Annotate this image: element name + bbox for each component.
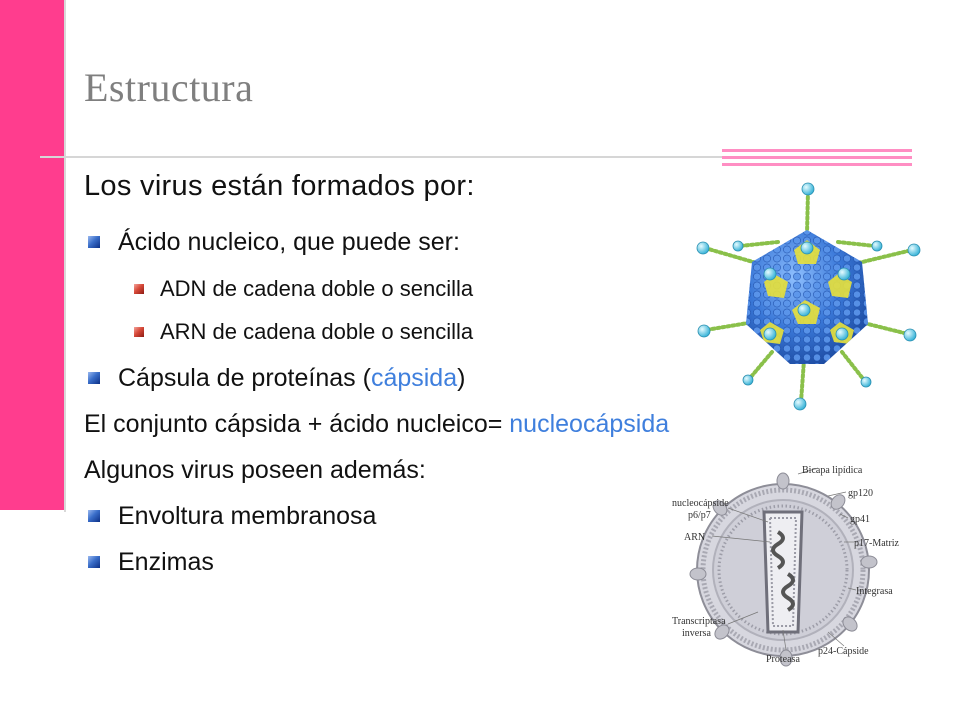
body-text: El conjunto cápsida + ácido nucleico= bbox=[84, 410, 510, 438]
blue-square-bullet-icon bbox=[88, 372, 100, 384]
bullet-envelope: Envoltura membranosa bbox=[88, 502, 377, 531]
accent-stripe bbox=[722, 149, 912, 152]
fiber-tips bbox=[696, 182, 921, 411]
rna-strand bbox=[781, 572, 795, 612]
blue-square-bullet-icon bbox=[88, 510, 100, 522]
icosahedral-virus-image bbox=[696, 182, 921, 411]
label-proteasa: Proteasa bbox=[766, 654, 800, 665]
title-divider bbox=[40, 156, 912, 158]
bullet-capsule: Cápsula de proteínas (cápsida) bbox=[88, 364, 466, 393]
accent-stripe bbox=[722, 163, 912, 166]
rna-strand bbox=[771, 530, 785, 570]
highlight-term: nucleocápsida bbox=[509, 410, 670, 438]
leader-lines bbox=[711, 467, 857, 651]
bullet-text: ADN de cadena doble o sencilla bbox=[160, 276, 474, 301]
label-gp41: gp41 bbox=[850, 514, 870, 525]
label-nucleocapside: nucleocápside bbox=[672, 498, 729, 509]
blue-square-bullet-icon bbox=[88, 556, 100, 568]
bullet-text: Cápsula de proteínas ( bbox=[118, 364, 371, 392]
bullet-nucleic-acid: Ácido nucleico, que puede ser: bbox=[88, 228, 460, 257]
extra-text: Algunos virus poseen además: bbox=[84, 456, 426, 484]
label-p6p7: p6/p7 bbox=[688, 510, 711, 521]
label-arn: ARN bbox=[684, 532, 705, 543]
slide-title: Estructura bbox=[84, 65, 254, 110]
label-capside: p24-Cápside bbox=[818, 646, 869, 657]
bullet-text: ) bbox=[457, 364, 466, 392]
side-decor-bar bbox=[0, 0, 64, 510]
intro-text: Los virus están formados por: bbox=[84, 170, 475, 202]
label-inversa: inversa bbox=[682, 628, 711, 639]
bullet-text: Ácido nucleico, que puede ser: bbox=[118, 228, 460, 256]
label-bicapa: Bicapa lipídica bbox=[802, 465, 863, 476]
bullet-rna: ARN de cadena doble o sencilla bbox=[134, 319, 474, 345]
blue-square-bullet-icon bbox=[88, 236, 100, 248]
accent-stripe bbox=[722, 156, 912, 159]
label-integrasa: Integrasa bbox=[856, 586, 893, 597]
label-transcriptasa: Transcriptasa bbox=[672, 616, 726, 627]
red-square-bullet-icon bbox=[134, 327, 144, 337]
label-matriz: p17-Matriz bbox=[854, 538, 900, 549]
ensemble-text: El conjunto cápsida + ácido nucleico= nu… bbox=[84, 410, 669, 439]
bullet-text: Envoltura membranosa bbox=[118, 502, 377, 530]
gp120-spikes bbox=[689, 472, 878, 667]
label-gp120: gp120 bbox=[848, 488, 873, 499]
hiv-diagram-image: Bicapa lipídica gp120 gp41 p17-Matriz In… bbox=[668, 462, 912, 668]
red-square-bullet-icon bbox=[134, 284, 144, 294]
side-decor-shadow bbox=[64, 0, 66, 512]
bullet-dna: ADN de cadena doble o sencilla bbox=[134, 276, 474, 302]
bullet-text: Enzimas bbox=[118, 548, 214, 576]
bullet-text: ARN de cadena doble o sencilla bbox=[160, 319, 474, 344]
bullet-enzymes: Enzimas bbox=[88, 548, 214, 577]
highlight-term: cápsida bbox=[370, 364, 458, 392]
